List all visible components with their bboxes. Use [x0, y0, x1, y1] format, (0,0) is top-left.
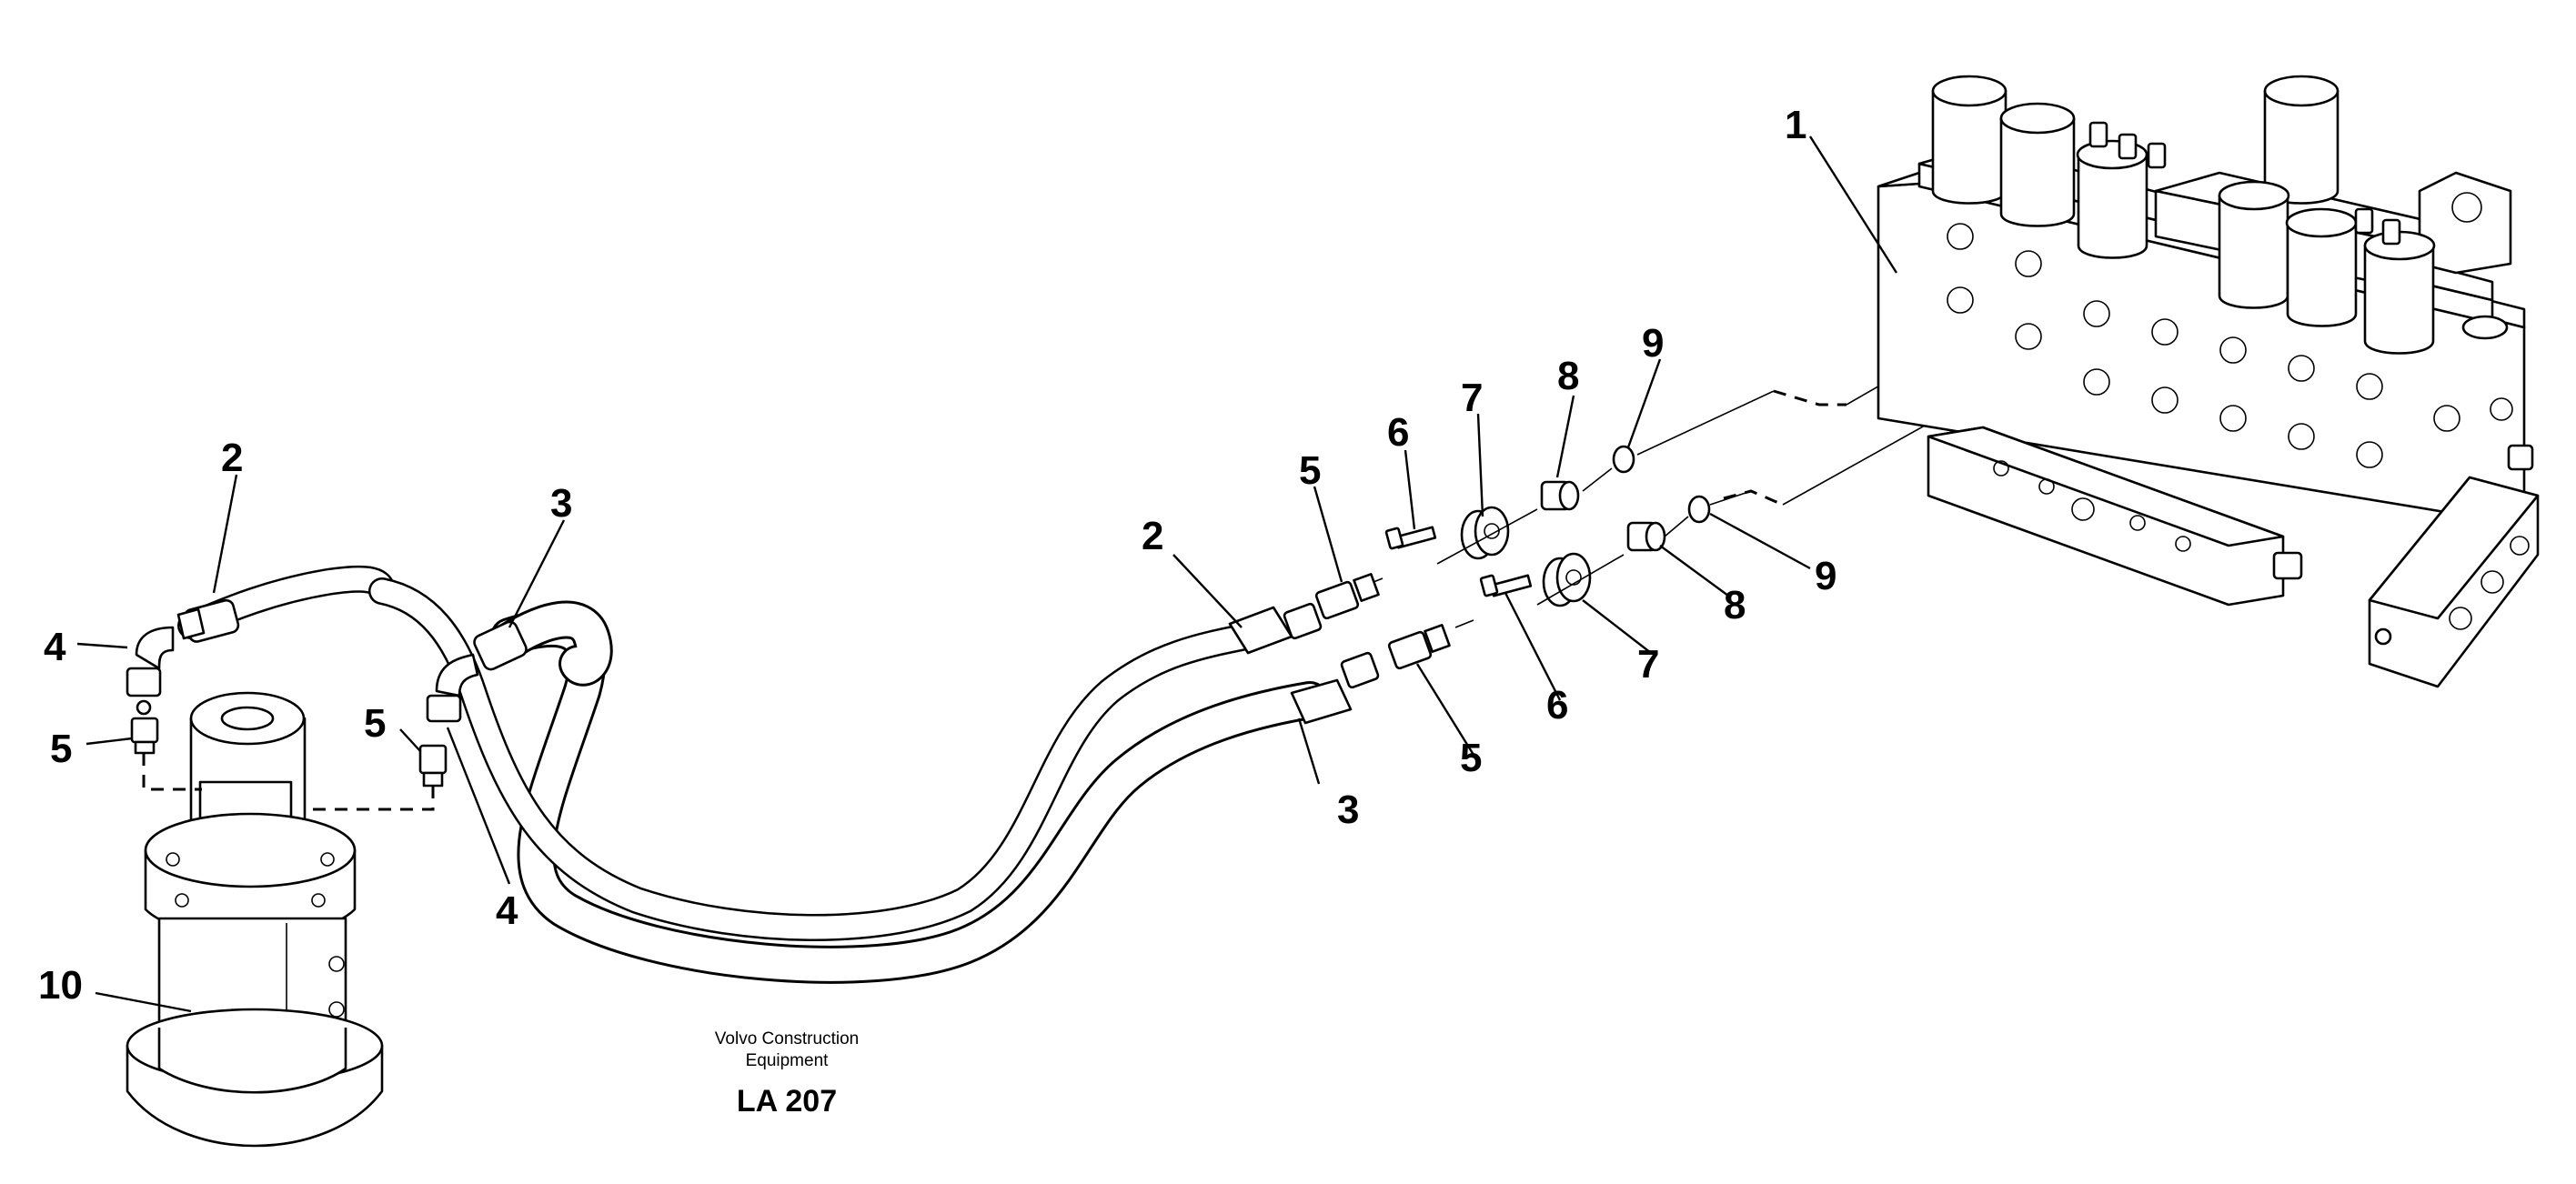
callout-numbers: 1 2 2 3 3 4 4 5 5 5 5 6 6 7 7 8 8 9 9 10: [38, 103, 1836, 1008]
hose-lines: [177, 565, 1329, 984]
connection-line-lower: [1723, 489, 1784, 507]
callout-8-upper: 8: [1557, 354, 1579, 398]
caption: Volvo Construction Equipment LA 207: [715, 1029, 859, 1119]
callout-5-upper: 5: [1299, 448, 1321, 493]
callout-9-lower: 9: [1815, 554, 1836, 598]
callout-7-upper: 7: [1461, 376, 1483, 420]
swivel-unit: [126, 691, 384, 1148]
caption-line-1: Volvo Construction: [715, 1029, 859, 1049]
callout-4-right: 4: [496, 888, 518, 933]
callout-5-lower: 5: [1460, 736, 1482, 780]
callout-6-lower: 6: [1546, 683, 1568, 727]
valve-block: [1877, 75, 2540, 688]
callout-9-upper: 9: [1642, 321, 1664, 366]
callout-1: 1: [1785, 103, 1806, 147]
connection-line-upper: [1773, 389, 1846, 406]
callout-5-right: 5: [364, 701, 386, 746]
centre-fittings: [1228, 390, 1775, 725]
callout-2-left: 2: [221, 436, 243, 480]
callout-5-left: 5: [50, 727, 72, 771]
callout-3-right: 3: [1337, 788, 1359, 832]
caption-line-2: Equipment: [746, 1051, 830, 1070]
callout-8-lower: 8: [1724, 583, 1746, 627]
connection-line-left: [142, 753, 202, 791]
solenoid-coils: [1931, 75, 2509, 355]
left-fittings: [126, 598, 528, 788]
callout-2-right: 2: [1142, 514, 1163, 558]
callout-3-left: 3: [550, 481, 572, 526]
callout-10: 10: [38, 963, 83, 1008]
valve-ports: [1947, 223, 2513, 468]
drawing-code: LA 207: [737, 1084, 837, 1119]
callout-6-upper: 6: [1387, 410, 1409, 455]
connection-line-right: [307, 786, 435, 811]
callout-7-lower: 7: [1637, 642, 1659, 687]
callout-leaders: [76, 135, 1898, 1013]
callout-4-left: 4: [44, 625, 66, 669]
